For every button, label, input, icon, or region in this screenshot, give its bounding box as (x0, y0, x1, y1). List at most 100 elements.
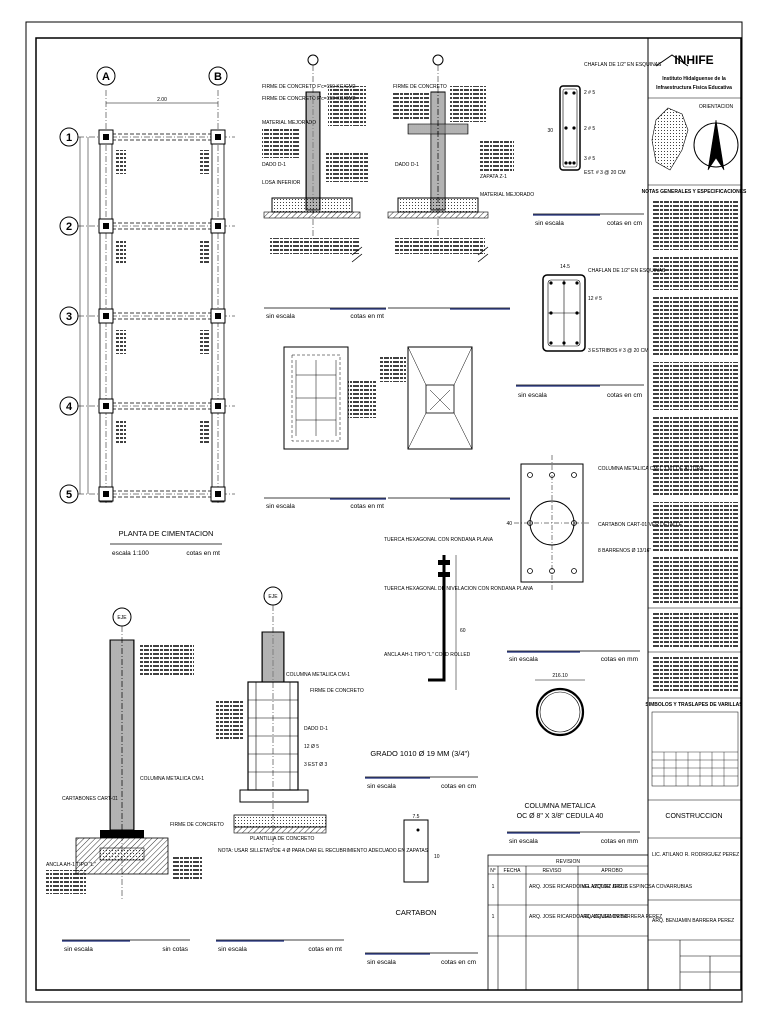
column-footer-units: cotas en mm (601, 838, 638, 845)
metal-column-detail: 216.10 COLUMNA METALICA OC Ø 8" X 3/8" C… (507, 673, 640, 845)
base-plate-detail: COLUMNA METALICA CM-1 3 MT DE ALTURA CAR… (506, 455, 704, 663)
stirrup-a-bars3: 3 # 5 (584, 156, 595, 162)
stirrup-b-footer-units: cotas en cm (607, 392, 642, 399)
axis-label-4: 4 (66, 401, 73, 413)
detail-bottom-note: NOTA: USAR SILLETAS DE 4 Ø PARA DAR EL R… (218, 848, 429, 854)
detail-right-note-3: 12 Ø 5 (304, 744, 319, 750)
cartabon-footer-scale: sin escala (367, 959, 396, 966)
revision-row0-n: 1 (492, 884, 495, 890)
detail1-note-3: DADO D-1 (262, 162, 286, 168)
stirrup-b-dim: 14.5 (560, 264, 570, 270)
plan-dim-top: 2.00 (157, 97, 167, 103)
notes-heading: NOTAS GENERALES Y ESPECIFICACIONES (642, 189, 747, 195)
stirrup-sections: CHAFLAN DE 1/2" EN ESQUINAS 30 2 # 5 2 #… (516, 62, 666, 399)
detail-right-note-1: FIRME DE CONCRETO (310, 688, 364, 694)
anchor-grade: GRADO 1010 Ø 19 MM (3/4") (370, 749, 470, 758)
plate-dim: 40 (506, 521, 512, 527)
anchor-footer-scale: sin escala (367, 783, 396, 790)
axis-label-1: 1 (66, 132, 72, 144)
plate-footer-units: cotas en mm (601, 656, 638, 663)
column-base-details: EJE COLUMNA METALICA CM-1 CARTABONES CAR… (46, 586, 429, 953)
stirrup-b-note: 3 ESTRIBOS # 3 @ 20 CM (588, 348, 648, 354)
axis-label-2: 2 (66, 221, 72, 233)
detail-right-footer-scale: sin escala (218, 946, 247, 953)
detail-right-note-2: DADO D-1 (304, 726, 328, 732)
column-subtitle: OC Ø 8" X 3/8" CEDULA 40 (517, 813, 604, 820)
revision-title: REVISION (556, 859, 580, 865)
detail1-note-0: FIRME DE CONCRETO F'c=150 KG/CM2 (262, 84, 356, 90)
anchor-nut2: TUERCA HEXAGONAL DE NIVELACION CON RONDA… (384, 586, 534, 592)
detail-right-note-5: PLANTILLA DE CONCRETO (250, 836, 314, 842)
revision-row0-aprobo: ING. VICTOR JESUS ESPINOSA COVARRUBIAS (580, 884, 693, 890)
stirrup-b-footer-scale: sin escala (518, 392, 547, 399)
state-map-icon (651, 107, 689, 171)
plate-footer-scale: sin escala (509, 656, 538, 663)
org-line1: Instituto Hidalguense de la (662, 76, 726, 82)
detail-right-note-4: 3 EST Ø 3 (304, 762, 327, 768)
brand-logo: INHIFE (674, 53, 713, 67)
detail-left-note-2: FIRME DE CONCRETO (170, 822, 224, 828)
plan-units: cotas en mt (186, 550, 220, 557)
revision-row0-reviso: ARQ. JOSE RICARDO VELAZQUEZ ORTIZ (529, 884, 628, 890)
stirrup-a-note: EST. # 3 @ 20 CM (584, 170, 625, 176)
axis-label-3: 3 (66, 311, 72, 323)
revision-row1-aprobo: ARQ. BENJAMIN BARRERA PEREZ (580, 914, 662, 920)
legend-heading: SIMBOLOS Y TRASLAPES DE VARILLAS (645, 702, 743, 708)
cartabon-title: CARTABON (396, 908, 437, 917)
title-block: INHIFE Instituto Hidalguense de la Infra… (642, 37, 747, 991)
column-title: COLUMNA METALICA (524, 803, 595, 810)
anchor-footer-units: cotas en cm (441, 783, 476, 790)
stirrup-a-dim: 30 (547, 128, 553, 134)
stirrup-a-bars1: 2 # 5 (584, 90, 595, 96)
revision-header-date: FECHA (504, 868, 522, 874)
anchor-dim: 60 (460, 628, 466, 634)
section1-footer-scale: sin escala (266, 313, 295, 320)
revision-header-aprobo: APROBO (601, 868, 623, 874)
stirrup-b-label: CHAFLAN DE 1/2" EN ESQUINAS (588, 268, 666, 274)
cartabon-detail: 7.5 10 CARTABON sin escala cotas en cm (365, 814, 478, 966)
stirrup-a-label: CHAFLAN DE 1/2" EN ESQUINAS (584, 62, 662, 68)
revision-row1-reviso: ARQ. JOSE RICARDO VELAZQUEZ ORTIZ (529, 914, 628, 920)
plan-title: PLANTA DE CIMENTACION (119, 529, 214, 538)
cartabon-dim-b: 10 (434, 854, 440, 860)
axis-label-b: B (214, 71, 222, 83)
eje-right: EJE (268, 594, 278, 600)
foundation-plan: A B 2.00 1 2 3 4 5 (59, 66, 235, 557)
cartabon-footer-units: cotas en cm (441, 959, 476, 966)
orientation-label: ORIENTACION (699, 104, 734, 110)
detail-left-note-3: ANCLA AH-1 TIPO "L" (46, 862, 96, 868)
stirrup-a-bars2: 2 # 5 (584, 126, 595, 132)
org-line2: Infraestructura Fisica Educativa (656, 85, 732, 91)
column-dim: 216.10 (552, 673, 568, 679)
axis-label-a: A (102, 71, 110, 83)
detail-right-note-0: COLUMNA METALICA CM-1 (286, 672, 350, 678)
signer-1: LIC. ATILANO R. RODRIGUEZ PEREZ (652, 852, 739, 858)
anchor-rod-detail: TUERCA HEXAGONAL CON RONDANA PLANA TUERC… (365, 537, 534, 790)
plan-scale: escala 1:100 (112, 550, 149, 557)
detail2-note-3: MATERIAL MEJORADO (480, 192, 534, 198)
section2-footer-scale: sin escala (266, 503, 295, 510)
revision-header-n: N° (490, 868, 496, 874)
stirrup-a-footer-units: cotas en cm (607, 220, 642, 227)
plate-cart-label: CARTABON CART-01 VER DETALLE (598, 522, 683, 528)
column-footer-scale: sin escala (509, 838, 538, 845)
detail2-note-2: ZAPATA Z-1 (480, 174, 507, 180)
detail-left-footer-units: sin cotas (162, 946, 188, 953)
section2-footer-units: cotas en mt (350, 503, 384, 510)
detail-right-footer-units: cotas en mt (308, 946, 342, 953)
detail1-note-1: FIRME DE CONCRETO F'c=150 KG/CM2 (262, 96, 356, 102)
revision-table: REVISION N° FECHA REVISO APROBO 1 ARQ. J… (487, 854, 693, 991)
stirrup-a-footer-scale: sin escala (535, 220, 564, 227)
anchor-nut1: TUERCA HEXAGONAL CON RONDANA PLANA (384, 537, 494, 543)
anchor-rod-label: ANCLA AH-1 TIPO "L" COLD ROLLED (384, 652, 471, 658)
detail2-note-1: DADO D-1 (395, 162, 419, 168)
detail1-note-4: LOSA INFERIOR (262, 180, 301, 186)
plate-col-label: COLUMNA METALICA CM-1 3 MT DE ALTURA (598, 466, 704, 472)
phase-label: CONSTRUCCION (665, 813, 722, 820)
detail2-note-0: FIRME DE CONCRETO (393, 84, 447, 90)
signer-2: ARQ. BENJAMIN BARRERA PEREZ (652, 918, 734, 924)
detail1-note-2: MATERIAL MEJORADO (262, 120, 316, 126)
detail-left-footer-scale: sin escala (64, 946, 93, 953)
plate-anchor-label: 8 BARRENOS Ø 13/16" (598, 548, 651, 554)
